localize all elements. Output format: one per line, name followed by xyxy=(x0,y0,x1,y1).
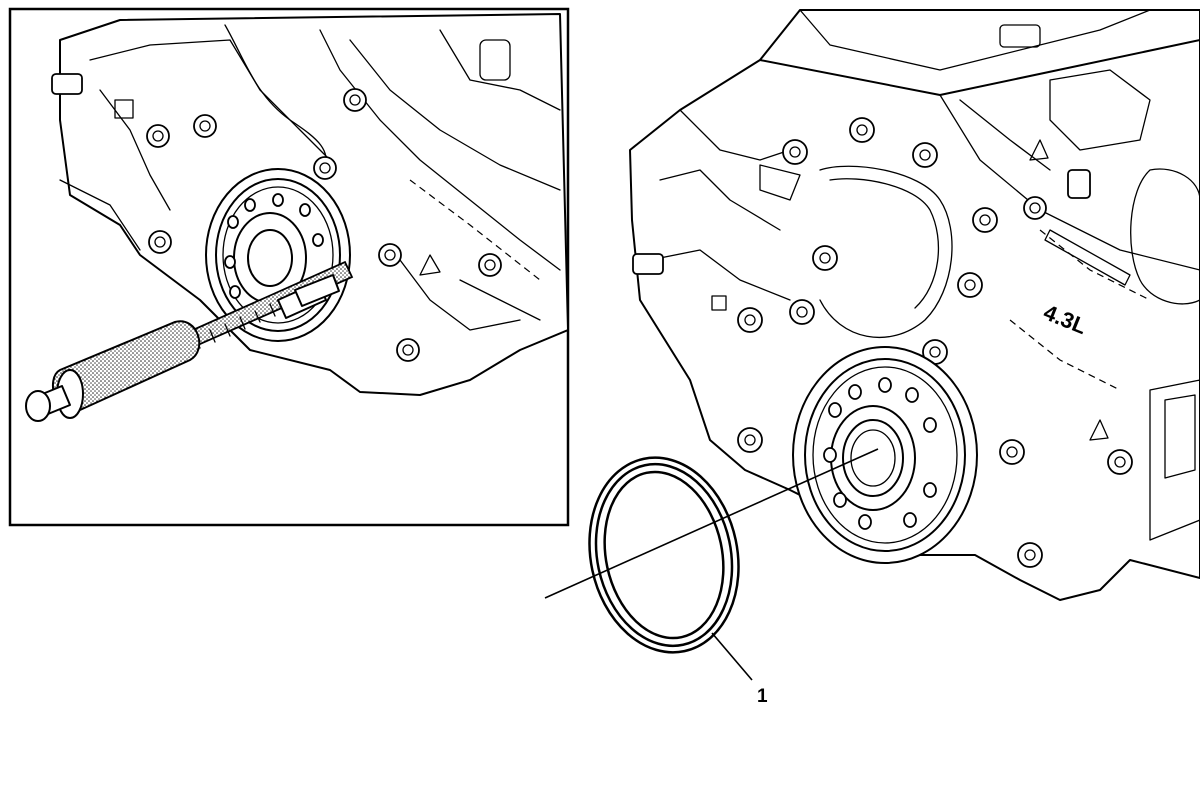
bolt-icon xyxy=(957,272,983,298)
bolt-icon xyxy=(737,307,763,333)
bolt-icon xyxy=(343,88,367,112)
bolt-icon xyxy=(782,139,808,165)
callout-1-label: 1 xyxy=(757,686,768,707)
bolt-icon xyxy=(146,124,170,148)
stud-icon xyxy=(51,73,83,95)
bolt-icon xyxy=(737,427,763,453)
callout-1: 1 xyxy=(711,632,768,707)
bolt-icon xyxy=(396,338,420,362)
bolt-icon xyxy=(972,207,998,233)
bolt-icon xyxy=(1023,196,1047,220)
bolt-icon xyxy=(849,117,875,143)
bolt-icon xyxy=(148,230,172,254)
bolt-icon xyxy=(1017,542,1043,568)
bolt-icon xyxy=(478,253,502,277)
inset-bolts xyxy=(51,73,502,362)
inset-panel xyxy=(8,7,570,527)
seal-remover-tool xyxy=(25,260,354,422)
stud-icon xyxy=(632,253,664,275)
main-seal-housing xyxy=(792,346,978,564)
main-bolts xyxy=(632,117,1133,568)
bolt-icon xyxy=(812,245,838,271)
bolt-icon xyxy=(912,142,938,168)
stud-icon xyxy=(1067,169,1091,199)
bolt-icon xyxy=(378,243,402,267)
bolt-icon xyxy=(1107,449,1133,475)
rear-main-oil-seal xyxy=(588,456,740,654)
bolt-icon xyxy=(193,114,217,138)
bolt-icon xyxy=(789,299,815,325)
alignment-centerline xyxy=(544,448,879,599)
bolt-icon xyxy=(999,439,1025,465)
bolt-icon xyxy=(313,156,337,180)
main-engine-block: 4.3L xyxy=(629,9,1200,601)
